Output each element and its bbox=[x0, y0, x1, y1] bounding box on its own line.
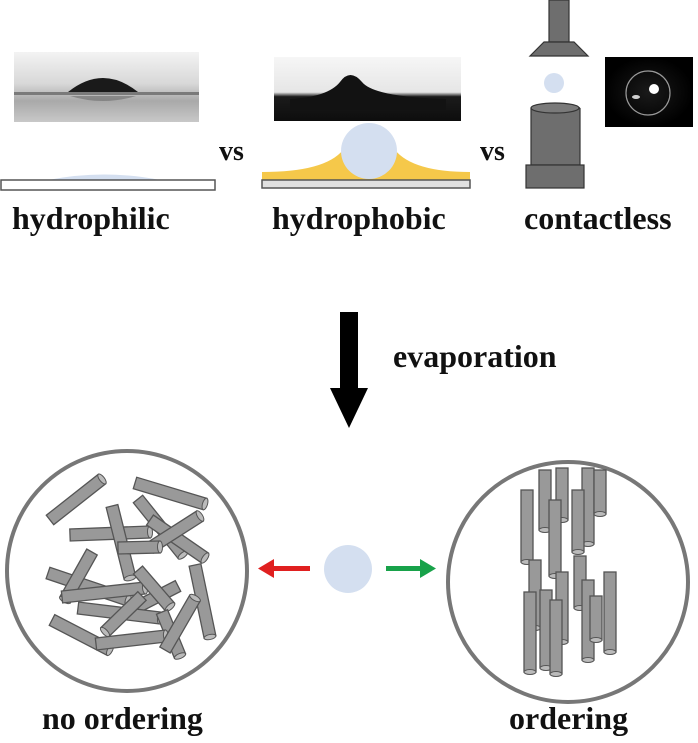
hydrophobic-label: hydrophobic bbox=[272, 200, 446, 236]
vs-left-label: vs bbox=[219, 136, 244, 167]
hydrophobic-photo bbox=[274, 57, 461, 121]
green-arrow-right bbox=[386, 559, 436, 578]
rod bbox=[603, 571, 617, 655]
levitated-droplet-photo bbox=[605, 57, 693, 127]
rod bbox=[117, 540, 164, 555]
center-droplet bbox=[324, 545, 372, 593]
random-rods bbox=[45, 473, 217, 660]
hydrophilic-label: hydrophilic bbox=[12, 200, 170, 236]
hydrophobic-substrate bbox=[261, 123, 471, 189]
rod bbox=[520, 489, 534, 565]
rod bbox=[548, 499, 562, 579]
rod bbox=[538, 469, 552, 533]
acoustic-levitator bbox=[525, 0, 590, 189]
contactless-label: contactless bbox=[524, 200, 672, 236]
rod bbox=[188, 563, 217, 641]
hydrophilic-photo bbox=[14, 52, 199, 122]
rod bbox=[523, 591, 537, 675]
rod bbox=[69, 525, 154, 542]
evaporation-label: evaporation bbox=[393, 338, 557, 374]
rod bbox=[571, 489, 585, 555]
rod bbox=[589, 595, 603, 643]
evaporation-arrow bbox=[330, 312, 368, 428]
rod bbox=[593, 469, 607, 517]
no-ordering-label: no ordering bbox=[42, 700, 203, 736]
rod bbox=[45, 473, 107, 526]
rod bbox=[158, 593, 202, 654]
hydrophilic-substrate bbox=[0, 174, 216, 191]
red-arrow-left bbox=[258, 559, 310, 578]
rod bbox=[549, 599, 563, 677]
vs-right-label: vs bbox=[480, 136, 505, 167]
rod bbox=[132, 565, 176, 612]
ordering-label: ordering bbox=[509, 700, 629, 736]
aligned-rods bbox=[520, 467, 617, 677]
rod bbox=[132, 476, 209, 511]
